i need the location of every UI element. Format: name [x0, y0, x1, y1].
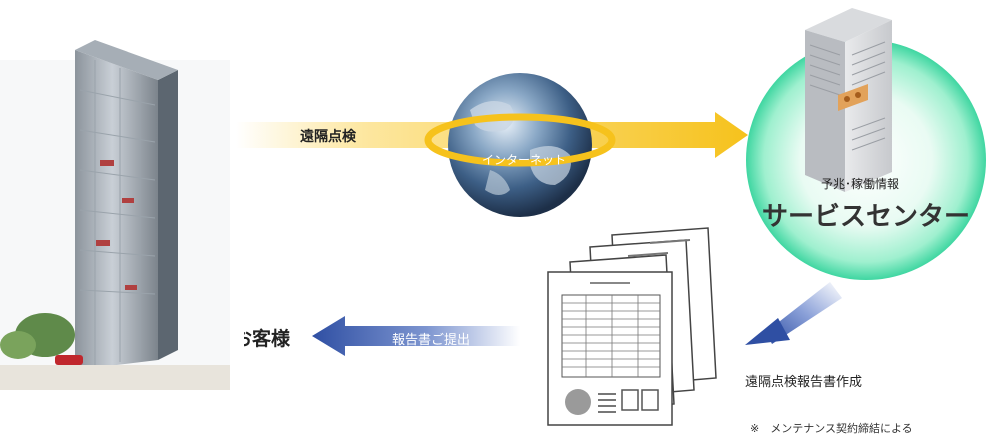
remote-inspection-label: 遠隔点検 — [300, 129, 356, 145]
internet-ring — [424, 113, 616, 167]
report-submission-label: 報告書ご提出 — [392, 333, 471, 348]
report-creation-arrow — [745, 282, 842, 345]
customer-label-box: お客様 — [244, 322, 290, 352]
internet-label: インターネット — [482, 153, 567, 167]
report-documents — [547, 227, 717, 426]
prediction-info-label: 予兆･稼働情報 — [821, 177, 900, 191]
server-illustration — [805, 8, 892, 192]
customer-label: お客様 — [244, 328, 290, 350]
maintenance-note: ※ メンテナンス契約締結による — [750, 422, 913, 435]
globe-illustration — [448, 73, 592, 217]
building-illustration — [0, 40, 230, 390]
report-submission-arrow — [312, 316, 520, 356]
service-center-label: サービスセンター — [762, 202, 971, 232]
report-creation-label: 遠隔点検報告書作成 — [745, 375, 863, 390]
